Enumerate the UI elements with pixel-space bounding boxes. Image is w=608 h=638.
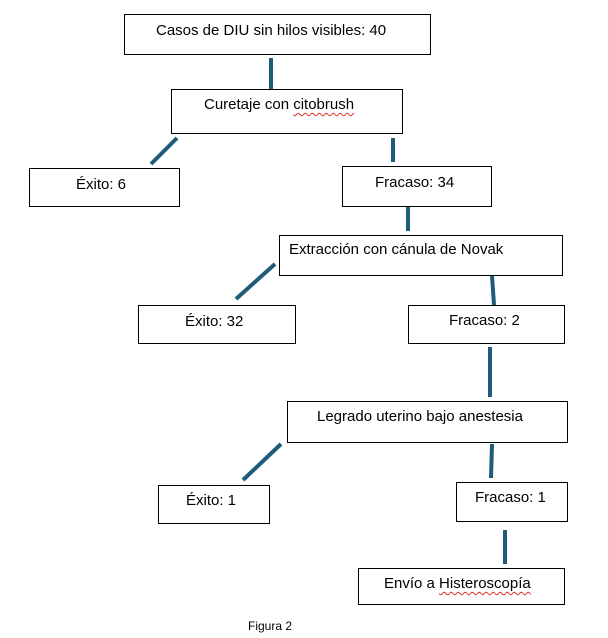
node-curetaje-flagged-word: citobrush [293,96,355,113]
node-envio: Envío a Histeroscopía [358,568,565,605]
node-envio-prefix: Envío a [384,575,440,592]
node-legrado-label: Legrado uterino bajo anestesia [317,408,523,425]
connector-curetaje-exito1 [149,136,179,166]
node-exito-1: Éxito: 6 [29,168,180,207]
node-fracaso-3-label: Fracaso: 1 [475,489,546,506]
node-curetaje-prefix: Curetaje con [204,96,294,113]
node-fracaso-3: Fracaso: 1 [456,482,568,522]
node-fracaso-1: Fracaso: 34 [342,166,492,207]
node-fracaso-1-label: Fracaso: 34 [375,174,455,191]
node-exito-1-label: Éxito: 6 [76,176,127,193]
node-legrado: Legrado uterino bajo anestesia [287,401,568,443]
node-exito-2-label: Éxito: 32 [185,313,244,330]
connector-extraccion-exito2 [234,262,277,301]
node-exito-2: Éxito: 32 [138,305,296,344]
node-exito-3-label: Éxito: 1 [186,492,237,509]
figure-caption: Figura 2 [248,619,293,633]
node-fracaso-2-label: Fracaso: 2 [449,312,520,329]
node-fracaso-2: Fracaso: 2 [408,305,565,344]
connector-legrado-fracaso3 [489,443,494,479]
connector-legrado-exito3 [241,442,283,482]
node-exito-3: Éxito: 1 [158,485,270,524]
node-curetaje: Curetaje con citobrush [171,89,403,134]
node-curetaje-label: Curetaje con citobrush [204,96,354,113]
connector-extraccion-fracaso2 [490,275,496,306]
node-envio-label: Envío a Histeroscopía [384,575,531,592]
node-envio-flagged-word: Histeroscopía [439,575,531,592]
node-extraccion-label: Extracción con cánula de Novak [289,241,504,258]
node-root-label: Casos de DIU sin hilos visibles: 40 [156,22,387,39]
node-extraccion: Extracción con cánula de Novak [279,235,563,276]
node-root: Casos de DIU sin hilos visibles: 40 [124,14,431,55]
